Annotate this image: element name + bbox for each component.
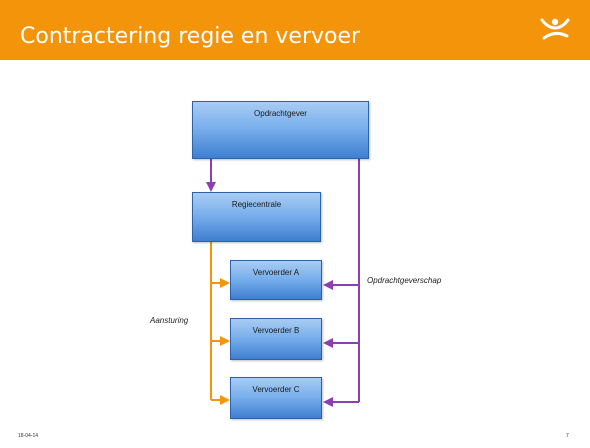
node-opdrachtgever: Opdrachtgever bbox=[192, 101, 369, 159]
page-number: 7 bbox=[566, 433, 569, 439]
node-label: Vervoerder A bbox=[252, 268, 300, 277]
node-regiecentrale: Regiecentrale bbox=[192, 192, 321, 242]
node-label: Vervoerder B bbox=[252, 326, 300, 335]
person-silhouette-logo bbox=[540, 18, 570, 40]
node-label: Opdrachtgever bbox=[254, 109, 307, 118]
footer-date: 18-04-14 bbox=[18, 433, 39, 439]
node-label: Vervoerder C bbox=[252, 385, 300, 394]
slide-title: Contractering regie en vervoer bbox=[20, 24, 361, 49]
title-bar: Contractering regie en vervoer bbox=[0, 0, 590, 60]
node-vervoerder-b: Vervoerder B bbox=[230, 318, 322, 360]
node-vervoerder-a: Vervoerder A bbox=[230, 260, 322, 300]
edge-label-aansturing: Aansturing bbox=[150, 316, 189, 325]
node-label: Regiecentrale bbox=[231, 200, 282, 209]
edge-label-opdrachtgeverschap: Opdrachtgeverschap bbox=[367, 276, 442, 285]
node-vervoerder-c: Vervoerder C bbox=[230, 377, 322, 419]
